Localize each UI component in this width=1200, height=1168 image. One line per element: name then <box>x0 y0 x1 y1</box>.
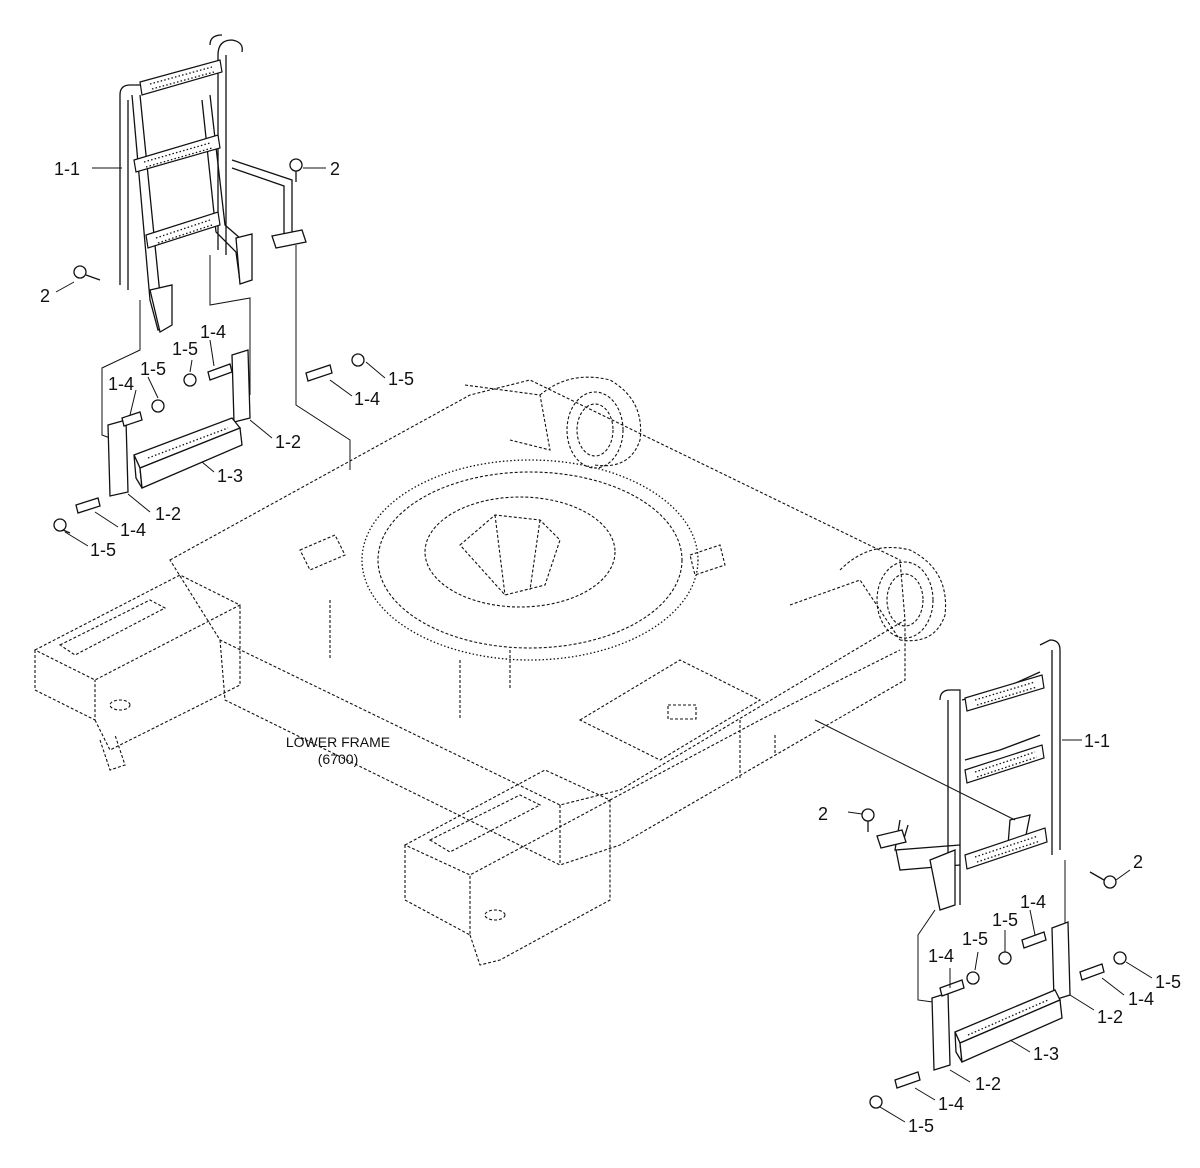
label-l-step-1-3: 1-3 <box>217 466 243 486</box>
tread-mid-left <box>133 134 221 173</box>
ladder-assembly-left <box>53 34 365 534</box>
label-r-mid-1-4: 1-4 <box>928 946 954 966</box>
callout-labels: 1-1 2 2 1-5 1-4 1-5 1-4 1-5 1-4 1-2 1-3 … <box>40 159 1181 1136</box>
label-r-top-1-4: 1-4 <box>1020 892 1046 912</box>
tread-top-left <box>139 59 223 96</box>
label-l-bot-1-4: 1-4 <box>120 520 146 540</box>
label-r-step-1-3: 1-3 <box>1033 1044 1059 1064</box>
label-l-right-1-4: 1-4 <box>354 389 380 409</box>
label-r-bot-1-5: 1-5 <box>908 1116 934 1136</box>
label-r-right-1-5: 1-5 <box>1155 972 1181 992</box>
label-l-bracket-1-2-a: 1-2 <box>275 432 301 452</box>
label-l-right-1-5: 1-5 <box>388 369 414 389</box>
label-bolt-right-left: 2 <box>818 804 828 824</box>
frame-code: (6700) <box>318 751 358 767</box>
label-r-top-1-5: 1-5 <box>992 910 1018 930</box>
label-bolt-right-side: 2 <box>1133 852 1143 872</box>
label-l-top-1-5-a: 1-5 <box>140 359 166 379</box>
tread-low-right <box>964 827 1048 870</box>
ladder-assembly-right <box>814 639 1127 1109</box>
label-r-bot-1-4: 1-4 <box>938 1094 964 1114</box>
tread-low-left <box>145 211 221 249</box>
label-l-mid-1-4: 1-4 <box>108 374 134 394</box>
lower-frame <box>33 376 947 966</box>
label-bolt-left-top: 2 <box>330 159 340 179</box>
label-r-bracket-1-2-b: 1-2 <box>975 1074 1001 1094</box>
tread-top-right <box>964 674 1045 712</box>
label-l-bracket-1-2-b: 1-2 <box>155 504 181 524</box>
label-bolt-left-side: 2 <box>40 286 50 306</box>
frame-title: LOWER FRAME <box>286 734 390 750</box>
leader-lines <box>55 167 1153 1123</box>
label-r-mid-1-5: 1-5 <box>962 929 988 949</box>
label-r-bracket-1-2-a: 1-2 <box>1097 1007 1123 1027</box>
label-ladder-left: 1-1 <box>54 159 80 179</box>
label-l-mid-1-5: 1-5 <box>172 339 198 359</box>
label-l-top-1-4-a: 1-4 <box>200 322 226 342</box>
tread-mid-right <box>964 744 1045 784</box>
label-l-bot-1-5: 1-5 <box>90 540 116 560</box>
label-ladder-right: 1-1 <box>1084 731 1110 751</box>
label-r-right-1-4: 1-4 <box>1128 989 1154 1009</box>
